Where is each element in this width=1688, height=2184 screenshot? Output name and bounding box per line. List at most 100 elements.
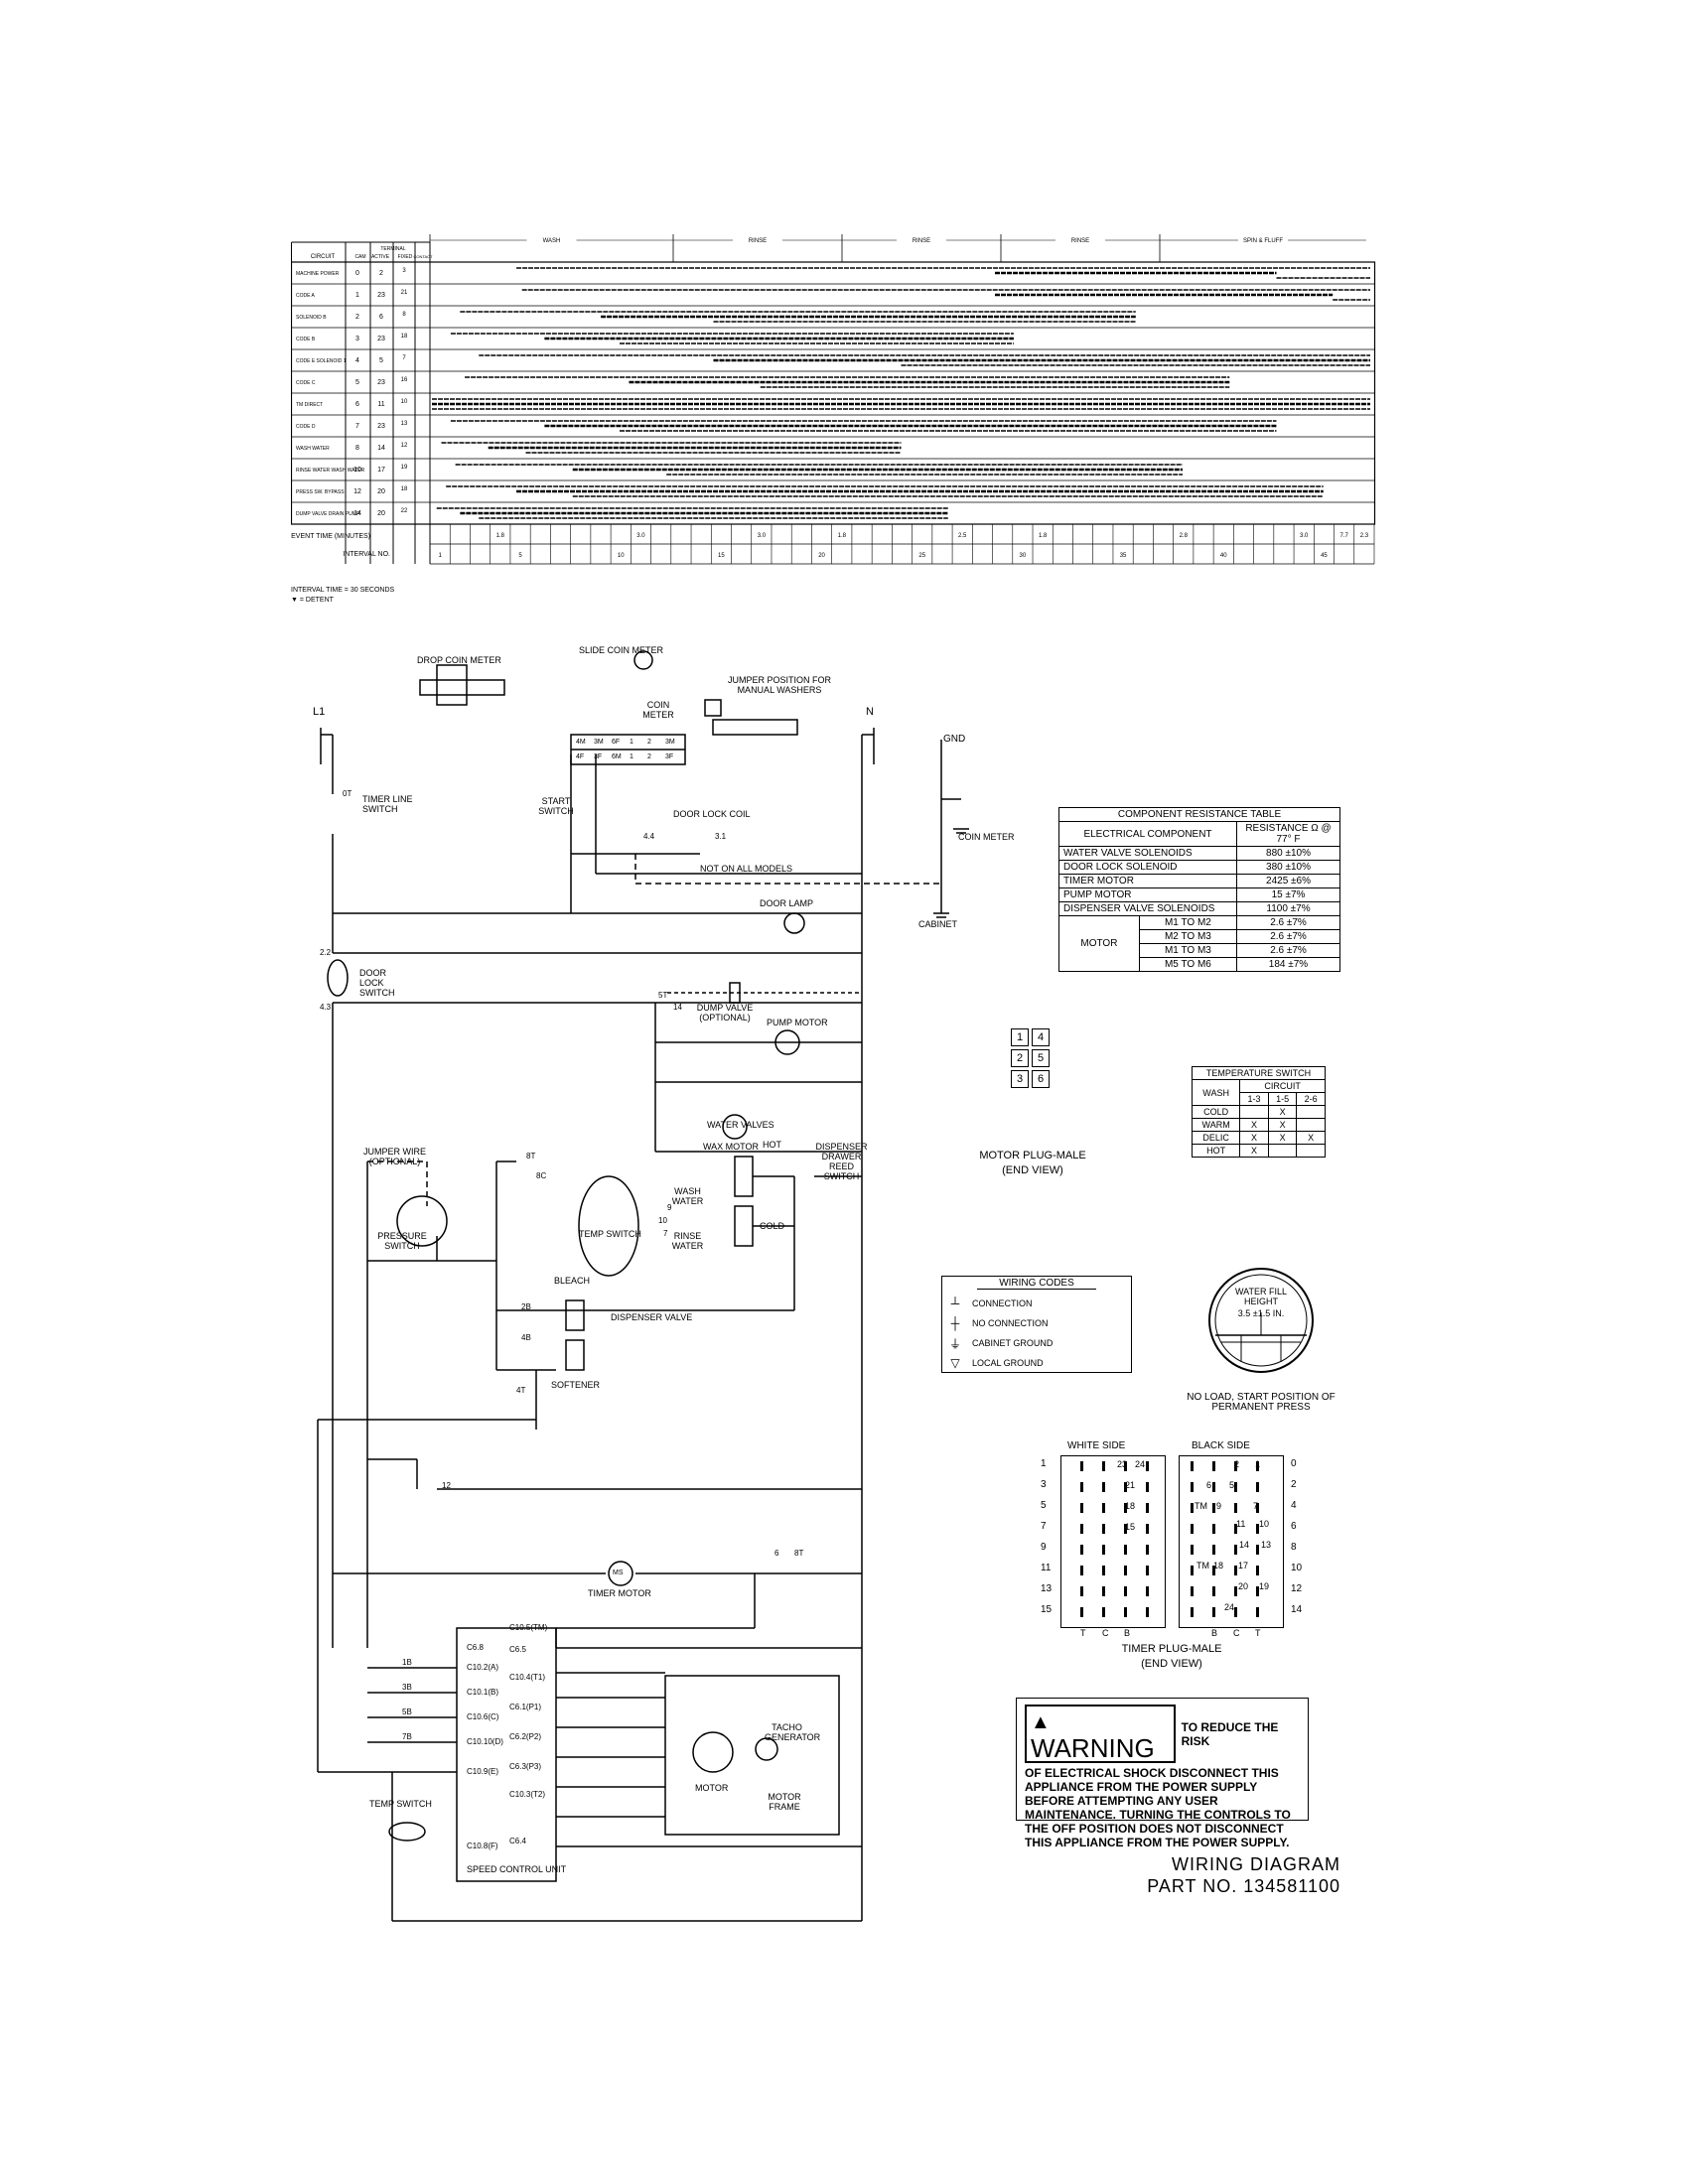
timer-plug-black-pin-label: 13 [1261,1540,1272,1550]
ms-label: MS [613,1570,624,1576]
event-time-mark: 3.0 [758,533,767,539]
temp-table-row-label: HOT [1191,1144,1241,1158]
switch-contact-label: 12 [442,1481,451,1490]
timer-row-fixed: 22 [401,508,408,514]
timer-plug-bottom-letter: T [1255,1628,1261,1638]
temp-table-row-label: WARM [1191,1118,1241,1132]
scu-right-terminal: C6.3(P3) [509,1762,542,1771]
dispenser-valve-label: DISPENSER VALVE [611,1312,693,1322]
timer-plug-black-pin-label: 7 [1253,1501,1259,1511]
timer-plug-black-pin-label: 2 [1234,1459,1240,1469]
temp-table-col: 1-5 [1267,1092,1298,1106]
resistance-value: 880 ±10% [1236,846,1340,861]
temp-table-mark: X [1267,1105,1298,1119]
timer-row-circuit: CODE C [296,380,316,386]
timer-plug-pin [1124,1545,1127,1555]
switch-contact-label: 1B [402,1658,412,1667]
timer-row-active: 17 [377,467,385,474]
timer-plug-right-number: 2 [1291,1479,1297,1490]
interval-number-mark: 5 [518,553,522,559]
warning-title-badge: ▲ WARNING [1025,1705,1176,1763]
temp-table-mark: X [1296,1131,1326,1145]
wash-water-label: WASH WATER [671,1186,704,1206]
connection-icon: ┴ [950,1297,960,1310]
timer-plug-pin [1256,1461,1259,1471]
footer-part-number: PART NO. 134581100 [1147,1876,1340,1896]
timer-plug-pin [1124,1524,1127,1534]
timer-plug-black-pin-label: 19 [1259,1581,1270,1591]
timer-row-cam: 3 [355,336,359,342]
timer-plug-black-pin-label: 5 [1229,1480,1235,1490]
timer-plug-right-number: 4 [1291,1500,1297,1511]
timer-header-contact: CONTACT [413,254,433,259]
motor-plug-pin: 1 [1011,1028,1029,1046]
timer-line-switch-label: TIMER LINE SWITCH [362,794,413,814]
timer-plug-black-pin-label: 11 [1236,1519,1246,1529]
timer-plug-pin [1146,1503,1149,1513]
wiring-code-label: LOCAL GROUND [972,1358,1044,1368]
cabinet-ground-icon: ⏚ [948,1336,961,1351]
door-lock-coil-label: DOOR LOCK COIL [673,809,751,819]
terminal-top-pin: 3M [594,739,604,746]
cabinet-label: CABINET [918,919,958,929]
motor-plug-pin: 5 [1032,1049,1050,1067]
dump-valve-label: DUMP VALVE (OPTIONAL) [696,1003,754,1023]
timer-row-active: 20 [377,510,385,517]
resistance-motor-pair: M1 TO M3 [1138,943,1238,958]
timer-plug-pin [1191,1586,1194,1596]
resistance-col-component: ELECTRICAL COMPONENT [1058,821,1237,847]
timer-plug-black-pin-label: TM [1196,1561,1209,1570]
timer-row-fixed: 16 [401,377,408,383]
temp-table-wash: WASH [1191,1079,1241,1106]
timer-row-active: 20 [377,488,385,495]
n-label: N [866,706,874,718]
wiring-code-item: ┴CONNECTION [948,1294,1131,1313]
timer-plug-pin [1212,1524,1215,1534]
event-time-mark: 1.8 [1039,533,1048,539]
scu-right-terminal: C10.4(T1) [509,1673,546,1682]
scu-left-terminal: C6.8 [467,1643,484,1652]
timer-row-circuit: CODE B [296,337,316,342]
resistance-motor-label: MOTOR [1058,915,1140,972]
timer-plug-pin [1102,1607,1105,1617]
timer-row-cam: 7 [355,423,359,430]
temp-table-mark: X [1267,1118,1298,1132]
temp-switch-2-label: TEMP SWITCH [369,1799,432,1809]
timer-plug-white-pin-label: 18 [1125,1501,1136,1511]
motor-plug-caption: MOTOR PLUG-MALE [979,1150,1086,1161]
timer-plug-pin [1256,1607,1259,1617]
motor-plug-pin: 4 [1032,1028,1050,1046]
timer-chart-grid: CIRCUITCAMTERMINALACTIVEFIXEDCONTACTWASH… [290,234,1376,565]
event-time-mark: 3.0 [1300,533,1309,539]
terminal-bottom-pin: 3F [665,753,674,760]
timer-row-circuit: CODE A [296,293,316,299]
event-time-mark: 2.3 [1360,533,1369,539]
timer-row-fixed: 19 [401,465,408,471]
temp-table-row-label: COLD [1191,1105,1241,1119]
switch-contact-label: 0T [343,789,352,798]
switch-contact-label: 4B [521,1333,531,1342]
timer-plug-right-number: 0 [1291,1458,1297,1469]
temp-table-mark [1239,1105,1269,1119]
white-side-label: WHITE SIDE [1067,1440,1126,1451]
resistance-table-title: COMPONENT RESISTANCE TABLE [1058,807,1340,822]
switch-contact-label: 3.1 [715,832,727,841]
bleach-label: BLEACH [554,1276,591,1286]
timer-motor-label: TIMER MOTOR [588,1588,651,1598]
interval-time-note: INTERVAL TIME = 30 SECONDS [291,587,395,594]
timer-plug-pin [1191,1566,1194,1575]
timer-row-fixed: 13 [401,421,408,427]
resistance-component: DISPENSER VALVE SOLENOIDS [1058,901,1237,916]
start-switch-label: START SWITCH [538,796,574,816]
timer-plug-pin [1080,1482,1083,1492]
switch-contact-label: 7B [402,1732,412,1741]
temp-table-mark: X [1267,1131,1298,1145]
no-connection-icon: ┼ [950,1316,960,1330]
timer-header-fixed: FIXED [398,254,413,260]
